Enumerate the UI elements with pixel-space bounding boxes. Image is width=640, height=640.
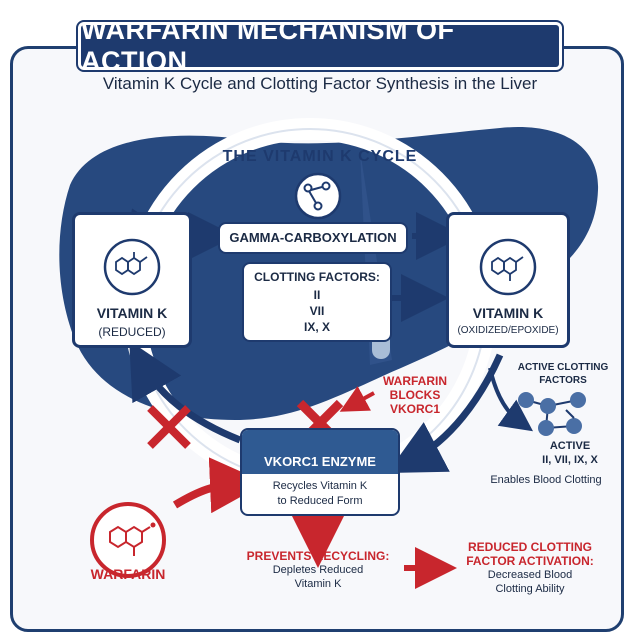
reduced-line1: Decreased Blood xyxy=(487,569,573,581)
reduced-line2: Clotting Ability xyxy=(495,583,565,595)
vitamin-k-reduced-state: (REDUCED) xyxy=(98,325,166,339)
clotting-factor-vii: VII xyxy=(309,304,325,318)
vkorc1-enzyme-box: VKORC1 ENZYME Recycles Vitamin K to Redu… xyxy=(240,428,400,516)
reduced-heading-1: REDUCED CLOTTING xyxy=(468,540,592,554)
vitamin-k-reduced-box: VITAMIN K (REDUCED) xyxy=(72,212,192,348)
active-factors-list: II, VII, IX, X xyxy=(542,454,598,466)
arrow-vkorc1-to-reduced xyxy=(129,340,242,444)
warfarin-molecule-icon xyxy=(90,502,166,578)
subtitle: Vitamin K Cycle and Clotting Factor Synt… xyxy=(102,74,538,93)
prevents-line1: Depletes Reduced xyxy=(272,564,364,576)
arrow-warfarin-to-vkorc1 xyxy=(172,457,266,514)
reduced-heading-2: FACTOR ACTIVATION: xyxy=(466,554,594,568)
active-factors-heading-1: ACTIVE CLOTTING xyxy=(517,362,609,373)
clotting-factors-heading: CLOTTING FACTORS: xyxy=(254,270,380,284)
active-label: ACTIVE xyxy=(549,440,591,452)
gamma-carboxylation-box: GAMMA-CARBOXYLATION xyxy=(218,222,408,254)
vitamin-k-oxidized-name: VITAMIN K xyxy=(472,305,544,321)
main-title: WARFARIN MECHANISM OF ACTION xyxy=(76,15,564,76)
vitamin-k-oxidized-state: (OXIDIZED/EPOXIDE) xyxy=(457,325,559,336)
vkorc1-title: VKORC1 ENZYME xyxy=(264,454,376,469)
arrow-blocks-pointer xyxy=(339,386,375,412)
vitamin-k-epoxide-molecule-icon xyxy=(479,238,537,296)
warfarin-blocks-line2: BLOCKS xyxy=(389,388,441,402)
vitamin-k-molecule-icon xyxy=(103,238,161,296)
vkorc1-title-bar xyxy=(242,430,398,474)
clotting-factors-box: CLOTTING FACTORS: II VII IX, X xyxy=(242,262,392,342)
prevents-line2: Vitamin K xyxy=(294,578,342,590)
molecule-icon xyxy=(294,172,342,220)
clotting-factor-ii: II xyxy=(313,288,321,302)
prevents-recycling-heading: PREVENTS RECYCLING: xyxy=(246,549,390,563)
arrow-oxidized-to-vkorc1 xyxy=(387,353,504,474)
cycle-title: THE VITAMIN K CYCLE xyxy=(222,148,418,165)
warfarin-blocks-line3: VKORC1 xyxy=(389,402,440,416)
warfarin-drug-label: WARFARIN xyxy=(90,566,166,582)
vitamin-k-reduced-name: VITAMIN K xyxy=(96,305,168,321)
block-x-icon-left xyxy=(147,405,191,449)
active-factor-spheres xyxy=(518,392,586,436)
gamma-carboxylation-label: GAMMA-CARBOXYLATION xyxy=(229,230,397,245)
vkorc1-desc-line2: to Reduced Form xyxy=(277,495,363,507)
enables-clotting-note: Enables Blood Clotting xyxy=(490,474,602,486)
vkorc1-desc-line1: Recycles Vitamin K xyxy=(272,480,368,492)
warfarin-blocks-line1: WARFARIN xyxy=(383,374,447,388)
clotting-factor-ix-x: IX, X xyxy=(303,320,330,334)
arrow-to-active-factors xyxy=(488,367,534,432)
vitamin-k-oxidized-box: VITAMIN K (OXIDIZED/EPOXIDE) xyxy=(446,212,570,348)
active-factors-heading-2: FACTORS xyxy=(539,375,587,386)
